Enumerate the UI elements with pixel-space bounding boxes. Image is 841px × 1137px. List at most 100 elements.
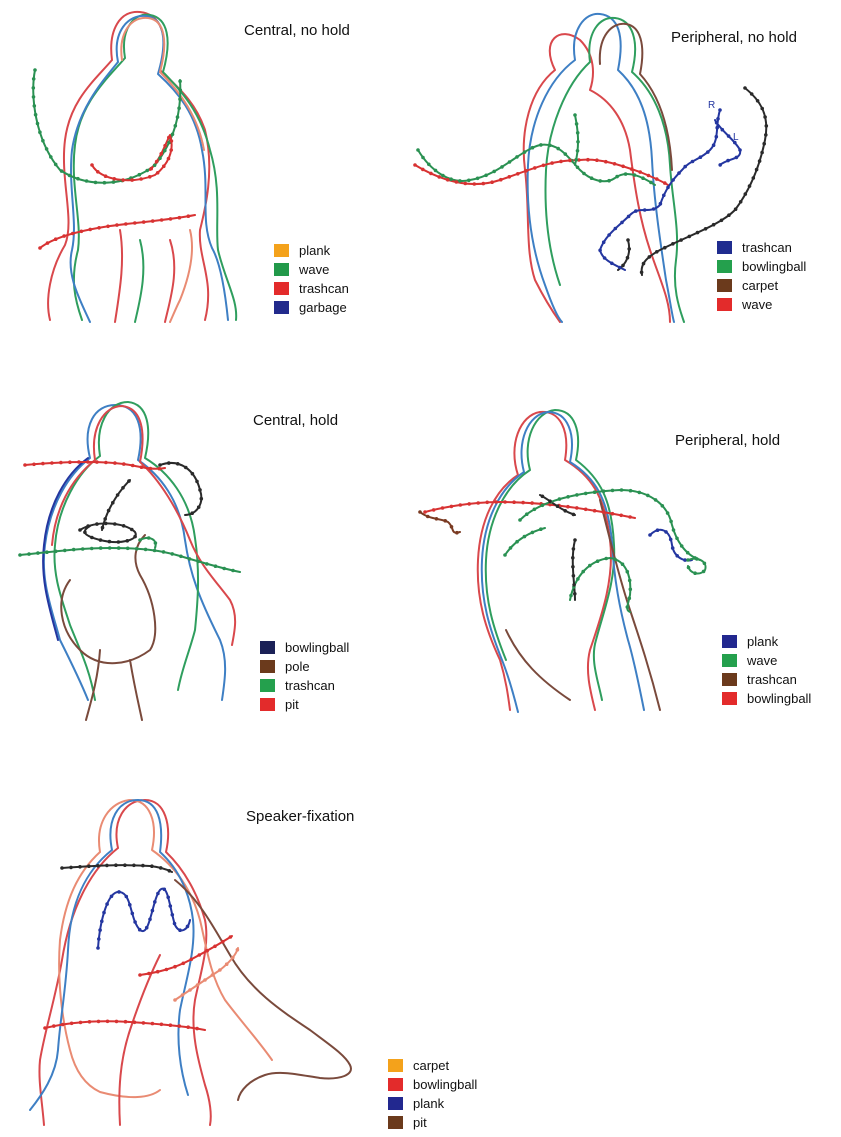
trace-dot	[628, 579, 632, 583]
trace-dot	[763, 115, 767, 119]
trace-dot	[131, 464, 135, 468]
trace-dot	[509, 546, 513, 550]
trace-dot	[596, 559, 600, 563]
trace-dot	[476, 177, 480, 181]
trace-dot	[662, 194, 666, 198]
legend-label: bowlingball	[742, 259, 806, 274]
trace-dot	[153, 549, 157, 553]
trace-dot	[575, 493, 579, 497]
p2-annotation-right: R	[708, 100, 715, 111]
trace-dot	[198, 953, 202, 957]
trace-dot	[78, 865, 82, 869]
legend-label: plank	[299, 243, 330, 258]
legend-item: plank	[274, 241, 349, 260]
panel-3-traces	[20, 462, 240, 572]
trace-dot	[655, 250, 659, 254]
trace-dot	[485, 501, 489, 505]
trace-dot	[49, 155, 53, 159]
trace-dot	[627, 215, 631, 219]
trace-dot	[116, 493, 120, 497]
trace-dot	[640, 271, 644, 275]
panel-1-traces	[33, 70, 195, 248]
trace-dot	[764, 133, 768, 137]
legend-item: trashcan	[717, 238, 806, 257]
trace-dot	[611, 489, 615, 493]
trace-dot	[145, 926, 149, 930]
trace-dot	[521, 501, 525, 505]
trace-dot	[621, 562, 625, 566]
trace-dot	[533, 508, 537, 512]
trace-dot	[476, 501, 480, 505]
trace-dot	[111, 501, 115, 505]
trace-dot	[614, 227, 618, 231]
trace-dot	[588, 564, 592, 568]
trace-dot	[132, 864, 136, 868]
trace-dot	[195, 1027, 199, 1031]
panel-5-outlines	[30, 800, 351, 1125]
trace-dot	[99, 546, 103, 550]
trace-dot	[187, 214, 191, 218]
legend-item: pit	[388, 1113, 477, 1132]
trace-dot	[556, 504, 560, 508]
trace-dot	[619, 514, 623, 518]
legend-label: plank	[413, 1096, 444, 1111]
p3-outline-green	[54, 402, 198, 700]
trace-dot	[62, 234, 66, 238]
trace-dot	[169, 148, 173, 152]
p5-outline-red-2	[119, 955, 160, 1125]
trace-dot	[429, 172, 433, 176]
trace-dot	[155, 160, 159, 164]
trace-dot	[45, 550, 49, 554]
trace-dot	[105, 864, 109, 868]
legend-label: pit	[285, 697, 299, 712]
trace-dot	[443, 519, 447, 523]
trace-dot	[123, 863, 127, 867]
trace-dot	[121, 486, 125, 490]
panel-5-legend: carpet bowlingball plank pit	[388, 1056, 477, 1132]
trace-dot	[178, 80, 182, 84]
trace-dot	[86, 460, 90, 464]
trace-dot	[79, 1021, 83, 1025]
trace-dot	[150, 864, 154, 868]
trace-dot	[88, 1020, 92, 1024]
trace-dot	[41, 139, 45, 143]
trace-dot	[649, 181, 653, 185]
legend-item: wave	[274, 260, 349, 279]
trace-dot	[613, 162, 617, 166]
trace-dot	[715, 135, 719, 139]
trace-dot	[634, 209, 638, 213]
legend-item: carpet	[717, 276, 806, 295]
trace-dot	[618, 266, 622, 270]
trace-dot	[76, 177, 80, 181]
trace-dot	[122, 524, 126, 528]
legend-label: trashcan	[285, 678, 335, 693]
trace-dot	[125, 895, 129, 899]
trace-dot	[727, 213, 731, 217]
legend-swatch	[717, 298, 732, 311]
legend-swatch	[388, 1097, 403, 1110]
trace-dot	[752, 176, 756, 180]
trace-dot	[103, 181, 107, 185]
trace-dot	[70, 1022, 74, 1026]
trace-dot	[541, 495, 545, 499]
trace-dot	[533, 166, 537, 170]
legend-item: wave	[717, 295, 806, 314]
trace-dot	[205, 949, 209, 953]
trace-dot	[138, 928, 142, 932]
trace-dot	[602, 510, 606, 514]
legend-item: plank	[388, 1094, 477, 1113]
legend-item: trashcan	[274, 279, 349, 298]
legend-swatch	[274, 301, 289, 314]
trace-dot	[147, 536, 151, 540]
trace-dot	[652, 207, 656, 211]
trace-dot	[663, 181, 667, 185]
legend-label: plank	[747, 634, 778, 649]
trace-dot	[148, 175, 152, 179]
panel-3-legend: bowlingball pole trashcan pit	[260, 638, 349, 714]
legend-label: trashcan	[299, 281, 349, 296]
trace-dot	[32, 86, 36, 90]
trace-dot	[156, 970, 160, 974]
trace-dot	[34, 113, 38, 117]
trace-dot	[566, 495, 570, 499]
trace-dot	[590, 176, 594, 180]
